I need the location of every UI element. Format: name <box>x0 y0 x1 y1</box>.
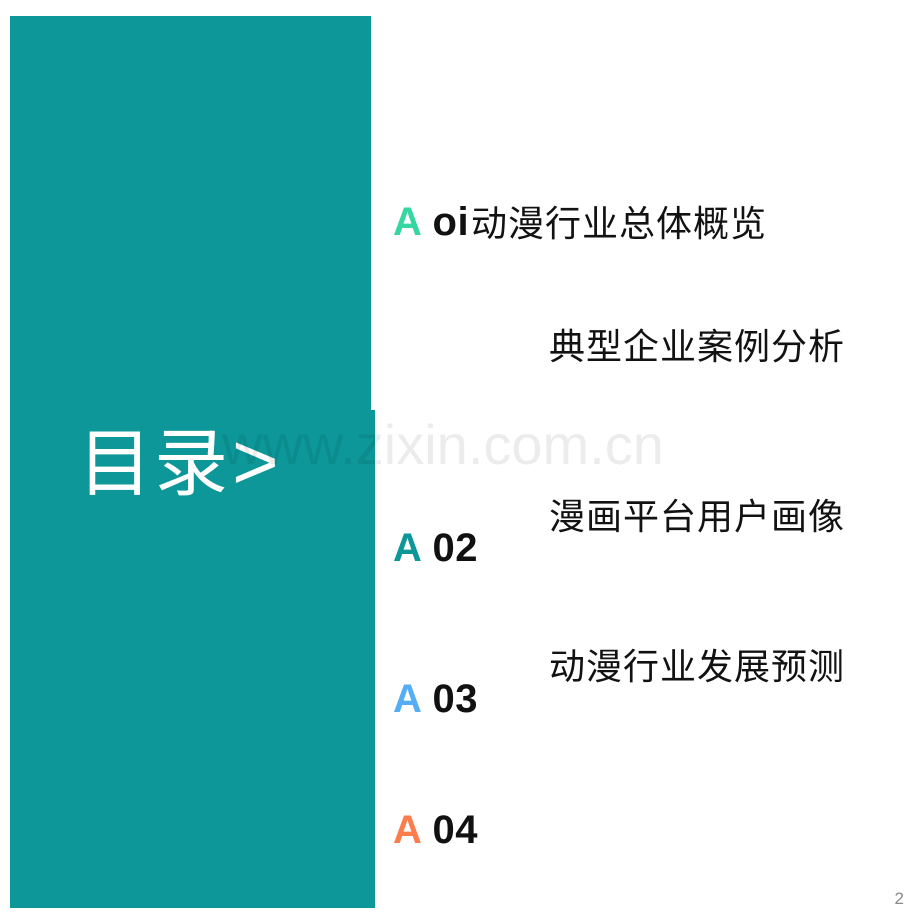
toc-marker-letter-04: A <box>393 677 421 721</box>
toc-entry-number-04: A 03 <box>393 677 478 721</box>
toc-entry-label-04: 动漫行业发展预测 <box>548 646 845 687</box>
toc-entry-label-02: 典型企业案例分析 <box>548 326 845 367</box>
toc-entry-number-01: A oi <box>393 200 469 244</box>
teal-panel-lower <box>10 410 375 908</box>
toc-entry-number-05: A 04 <box>393 808 478 852</box>
toc-marker-letter-05: A <box>393 808 421 852</box>
toc-entry-label-01: 动漫行业总体概览 <box>470 203 767 244</box>
toc-number-01: oi <box>432 200 470 244</box>
chevron-right-icon: > <box>232 417 281 506</box>
toc-number-03: 02 <box>432 526 479 570</box>
toc-number-04: 03 <box>432 677 479 721</box>
teal-panel-upper <box>10 16 371 410</box>
panel-title: 目录> <box>78 416 378 510</box>
page-number: 2 <box>894 889 904 908</box>
toc-marker-letter-01: A <box>393 200 421 244</box>
panel-title-text: 目录 <box>78 422 230 505</box>
toc-number-05: 04 <box>432 808 479 852</box>
toc-entry-number-03: A 02 <box>393 526 478 570</box>
toc-entry-label-03: 漫画平台用户画像 <box>548 496 845 537</box>
toc-marker-letter-03: A <box>393 526 421 570</box>
